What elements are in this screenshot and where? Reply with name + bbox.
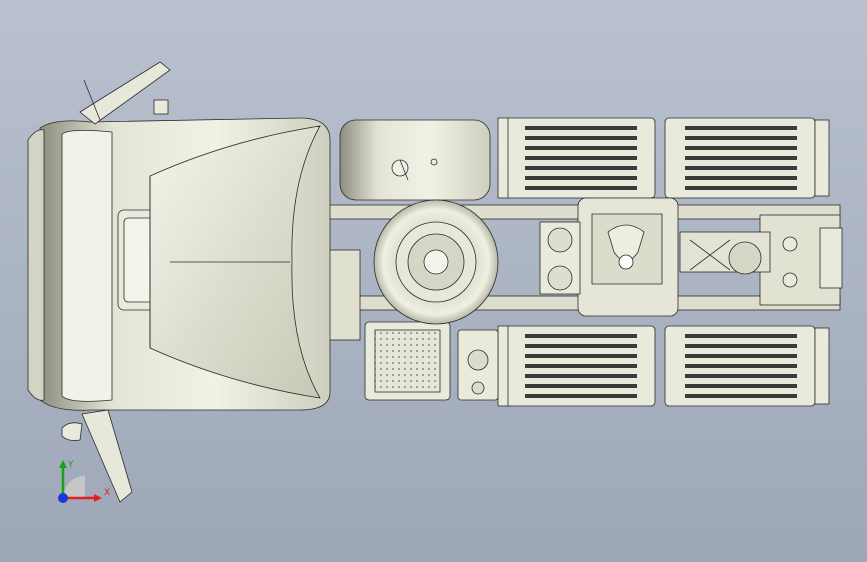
differential	[679, 231, 771, 275]
mirror-upper	[79, 61, 171, 125]
spare-tire	[373, 199, 499, 325]
rear-tires-lower	[497, 325, 830, 407]
rear-tires-upper	[497, 117, 830, 199]
battery-box	[364, 321, 451, 401]
triad-arc	[63, 476, 85, 498]
x-axis-arrow	[94, 494, 102, 502]
y-axis-arrow	[59, 460, 67, 468]
fifth-wheel	[577, 197, 679, 317]
tool-box	[457, 329, 499, 401]
fuel-tank	[339, 119, 491, 201]
air-tanks	[539, 221, 581, 295]
coordinate-triad: X Y	[58, 460, 110, 503]
front-bumper	[27, 129, 45, 401]
x-axis-label: X	[104, 488, 110, 498]
z-axis-dot	[58, 493, 68, 503]
y-axis-label: Y	[67, 460, 74, 470]
mirror-lower	[61, 409, 133, 503]
